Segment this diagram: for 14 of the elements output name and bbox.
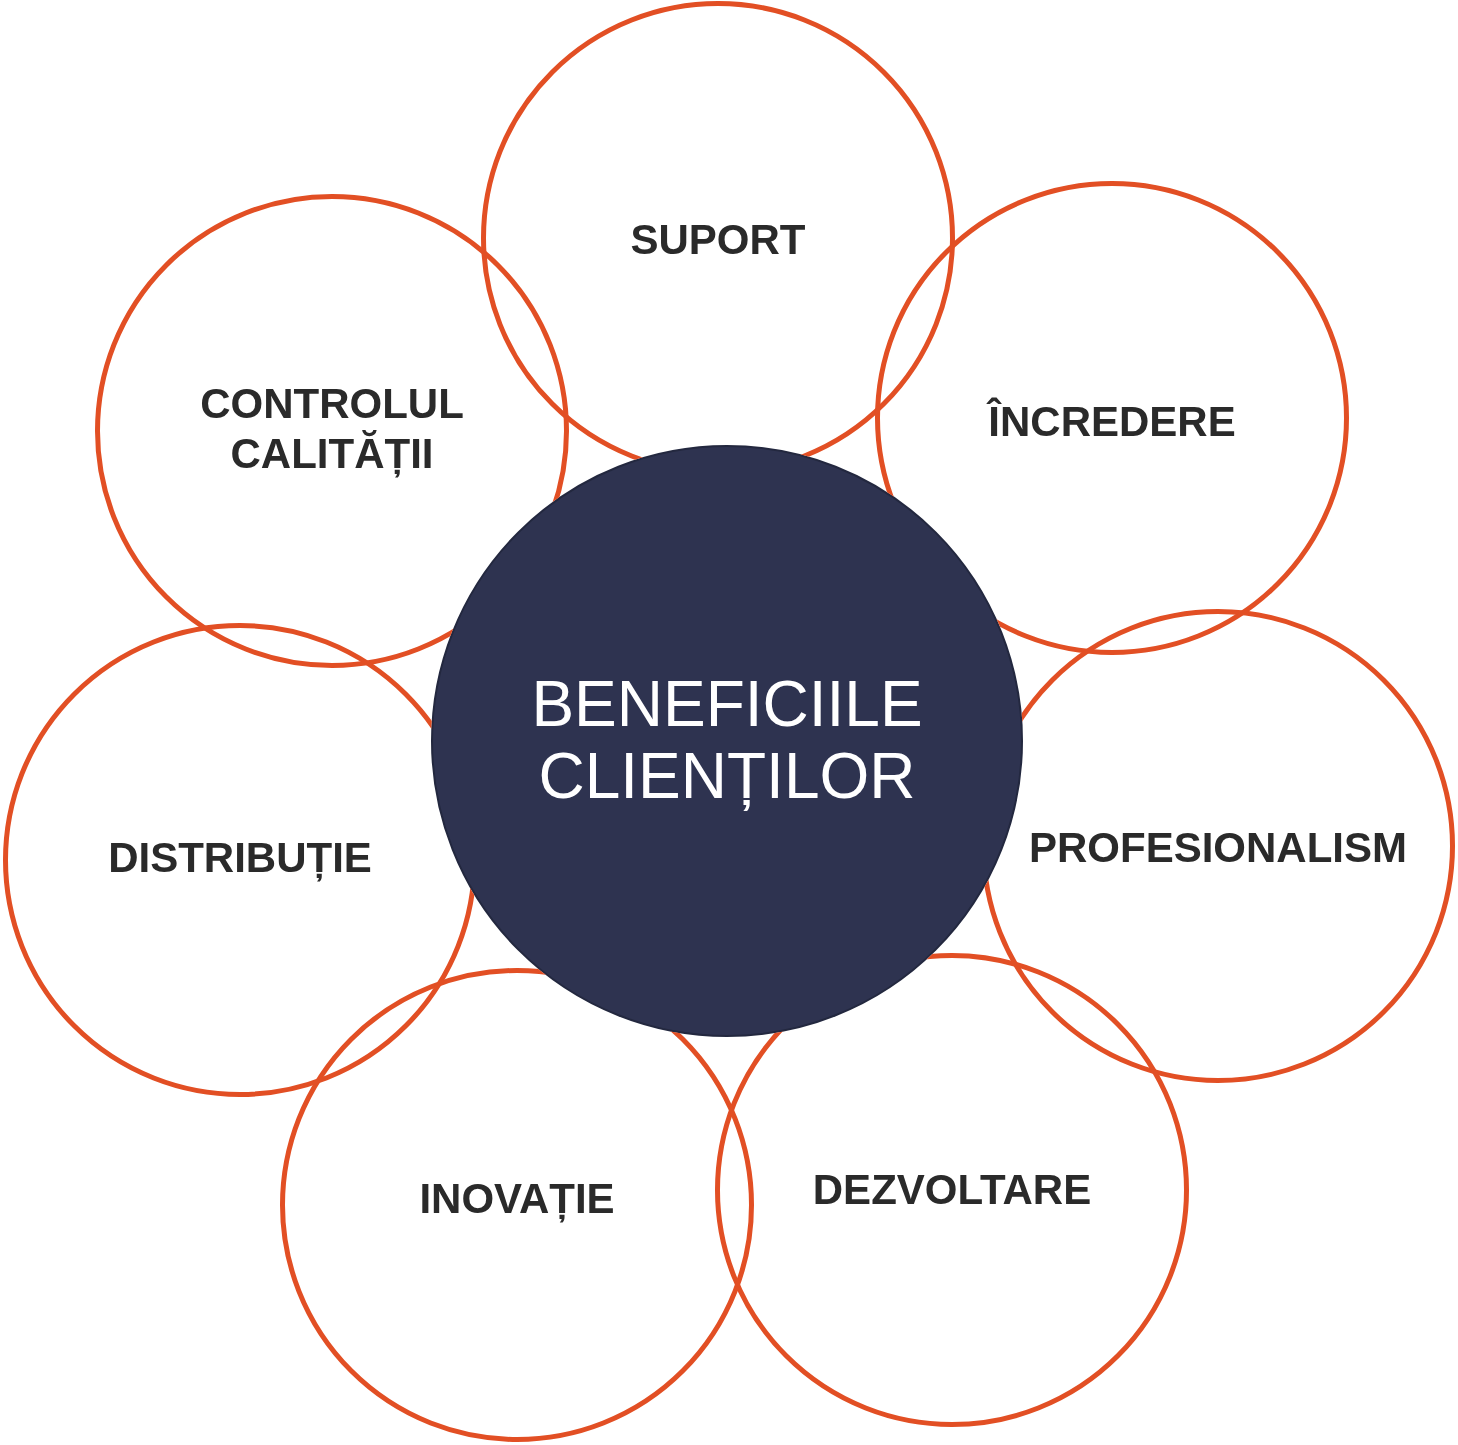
circle (875, 181, 1349, 655)
circle-label: ÎNCREDERE (985, 396, 1237, 447)
circle (95, 194, 569, 668)
circle-label: INOVAȚIE (418, 1173, 616, 1225)
circle (3, 623, 477, 1097)
circle (715, 953, 1189, 1427)
center-title: BENEFICIILE CLIENȚILOR (530, 669, 924, 813)
circle (981, 609, 1455, 1083)
circle-label: PROFESIONALISM (1028, 822, 1408, 873)
circle-label: DEZVOLTARE (811, 1164, 1093, 1215)
circle-label: SUPORT (629, 214, 807, 265)
circle (280, 968, 754, 1442)
circle-label: CONTROLUL CALITĂȚII (199, 378, 465, 480)
circle-label: DISTRIBUȚIE (107, 832, 373, 884)
